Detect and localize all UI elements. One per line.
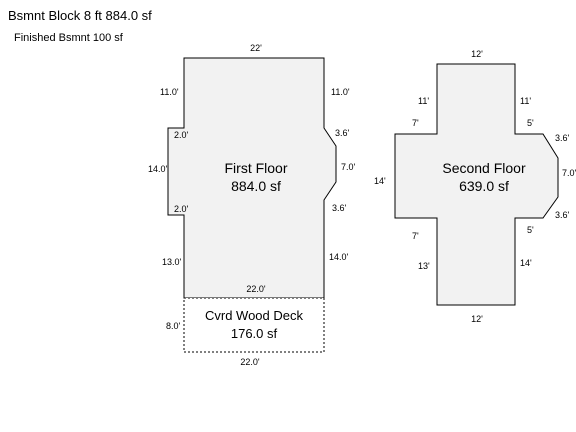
- second-floor-dim-bottom: 12': [471, 314, 483, 324]
- first-floor-dim-left-notch-top: 2.0': [174, 130, 189, 140]
- first-floor: First Floor 884.0 sf 22' 11.0' 2.0' 14.0…: [148, 43, 356, 299]
- first-floor-area: 884.0 sf: [231, 178, 281, 194]
- second-floor-dim-right-side: 7.0': [562, 168, 576, 178]
- second-floor-dim-right-upper-step: 5': [527, 118, 534, 128]
- deck-dim-left: 8.0': [166, 321, 181, 331]
- first-floor-dim-left-upper: 11.0': [160, 87, 179, 97]
- first-floor-dim-bottom: 22.0': [246, 284, 266, 294]
- second-floor: Second Floor 639.0 sf 12' 11' 11' 7' 5' …: [374, 49, 576, 324]
- first-floor-name: First Floor: [225, 160, 288, 176]
- second-floor-dim-lower-left-arm: 13': [418, 261, 430, 271]
- first-floor-dim-right-middle: 7.0': [341, 162, 356, 172]
- finished-basement-label: Finished Bsmnt 100 sf: [14, 32, 123, 44]
- first-floor-dim-left-lower: 13.0': [162, 257, 182, 267]
- deck-name: Cvrd Wood Deck: [205, 308, 304, 323]
- first-floor-dim-top: 22': [250, 43, 262, 53]
- deck-area: 176.0 sf: [231, 326, 278, 341]
- second-floor-dim-top: 12': [471, 49, 483, 59]
- first-floor-dim-right-lower: 14.0': [329, 252, 349, 262]
- deck-outline: [183, 297, 325, 353]
- first-floor-dim-left-middle: 14.0': [148, 164, 168, 174]
- second-floor-dim-lower-right-arm: 14': [520, 258, 532, 268]
- second-floor-dim-right-lower-step: 5': [527, 225, 534, 235]
- second-floor-dim-right-angle-bottom: 3.6': [555, 210, 570, 220]
- second-floor-dim-right-angle-top: 3.6': [555, 133, 570, 143]
- second-floor-dim-left-side: 14': [374, 176, 386, 186]
- basement-block-label: Bsmnt Block 8 ft 884.0 sf: [8, 8, 152, 23]
- second-floor-dim-left-lower-step: 7': [412, 231, 419, 241]
- first-floor-dim-right-angle-top: 3.6': [335, 128, 350, 138]
- second-floor-area: 639.0 sf: [459, 178, 509, 194]
- second-floor-dim-upper-left-arm: 11': [418, 96, 429, 106]
- second-floor-dim-left-upper-step: 7': [412, 118, 419, 128]
- second-floor-name: Second Floor: [442, 160, 526, 176]
- second-floor-outline: [394, 63, 559, 306]
- first-floor-dim-right-upper: 11.0': [331, 87, 350, 97]
- first-floor-dim-right-angle-bottom: 3.6': [332, 203, 347, 213]
- deck-dim-bottom: 22.0': [240, 357, 260, 367]
- first-floor-dim-left-notch-bottom: 2.0': [174, 204, 189, 214]
- covered-deck: Cvrd Wood Deck 176.0 sf 8.0' 22.0': [166, 297, 325, 367]
- second-floor-dim-upper-right-arm: 11': [520, 96, 531, 106]
